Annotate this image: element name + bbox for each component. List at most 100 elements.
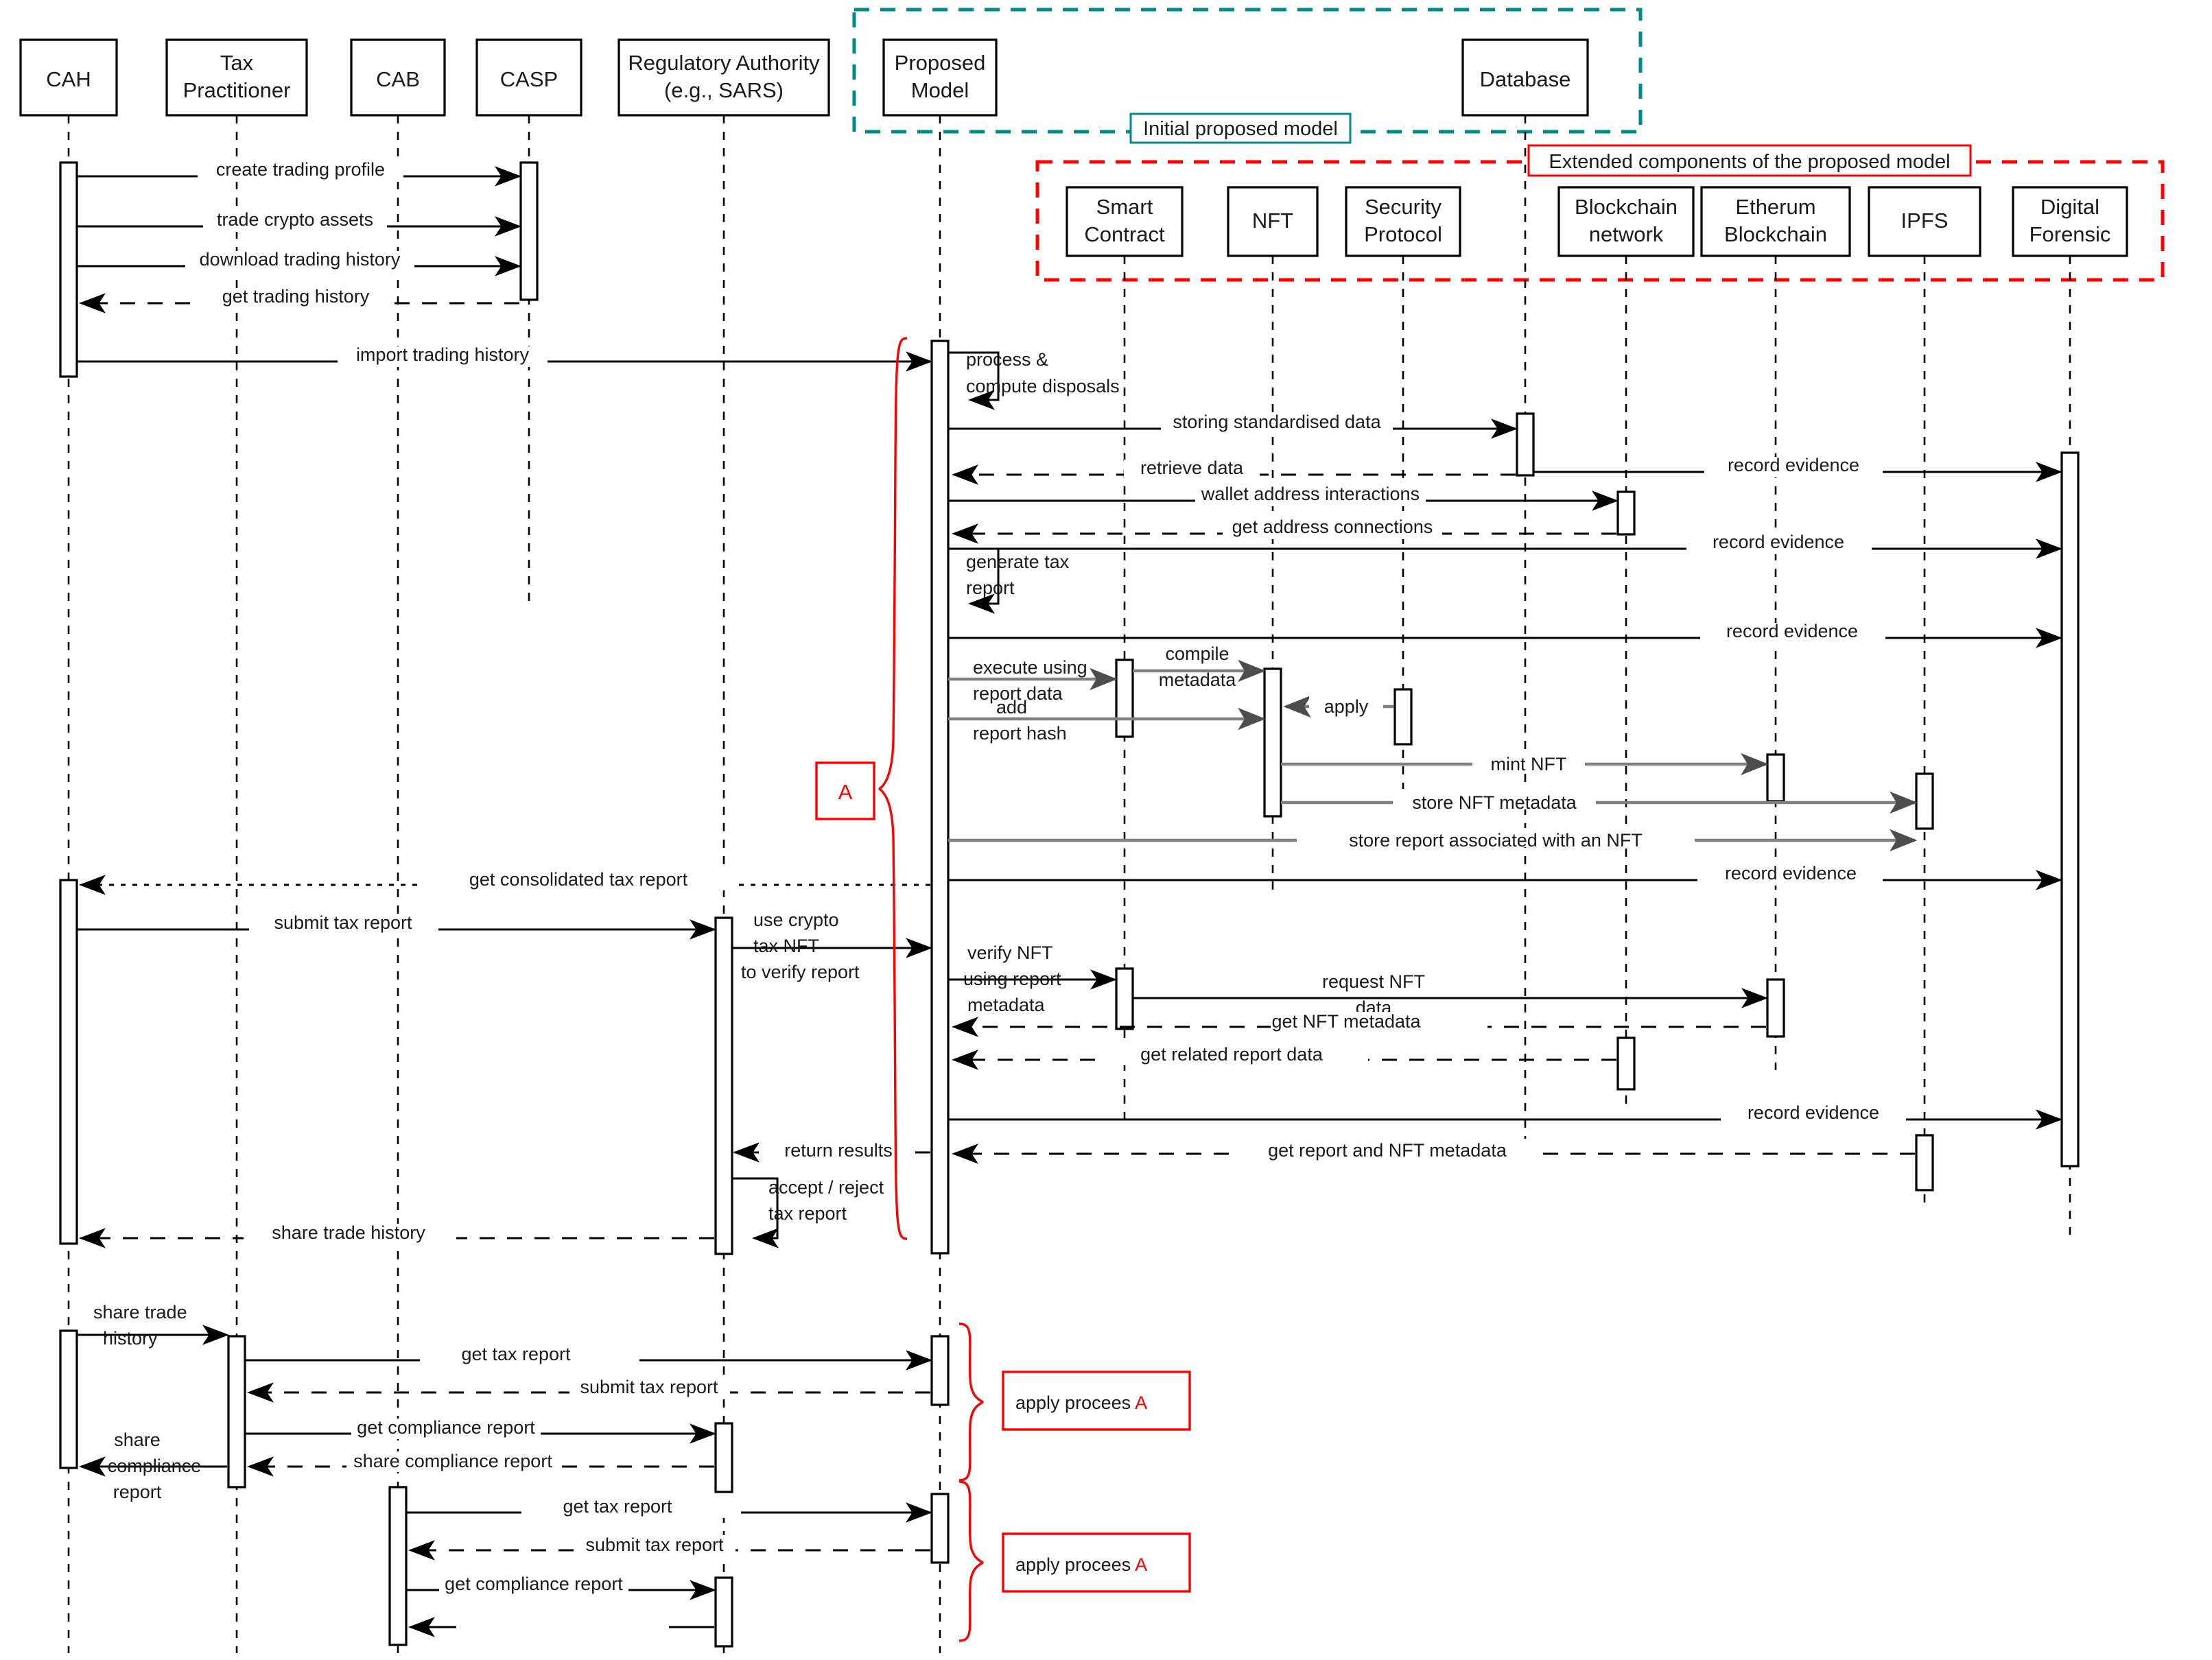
msg-return-results: return results <box>784 1140 893 1161</box>
msg-get-trading-history: get trading history <box>222 286 370 307</box>
msg-submit-tax-report-1: submit tax report <box>274 912 412 933</box>
msg-request-nft-1: request NFT <box>1322 971 1425 992</box>
msg-wallet-address-interactions: wallet address interactions <box>1201 484 1420 504</box>
msg-get-tax-report-1: submit tax report <box>580 1377 718 1397</box>
msg-record-evidence-2: record evidence <box>1713 532 1844 552</box>
msg-import-trade-history-2: get tax report <box>563 1496 672 1517</box>
msg-accept-reject-1: accept / reject <box>768 1177 884 1198</box>
msg-share-trade-1: share trade <box>93 1302 187 1323</box>
msg-get-nft-metadata: get NFT metadata <box>1271 1011 1421 1032</box>
msg-get-compliance-report-1: share trade history <box>272 1222 425 1243</box>
actor-etherum-blockchain[interactable]: Etherum Blockchain <box>1700 186 1851 257</box>
group-label-extended: Extended components of the proposed mode… <box>1549 151 1950 173</box>
msg-compile-2: metadata <box>1159 669 1237 690</box>
msg-get-report-and-nft-metadata: get report and NFT metadata <box>1268 1140 1507 1161</box>
actor-label-tax-1: Tax <box>220 51 254 75</box>
actor-label-cab: CAB <box>376 67 420 91</box>
actor-label-sp-2: Protocol <box>1364 222 1442 246</box>
actor-regulatory-authority[interactable]: Regulatory Authority (e.g., SARS) <box>617 38 830 117</box>
actor-nft[interactable]: NFT <box>1227 186 1319 257</box>
actor-label-sc-1: Smart <box>1096 195 1153 219</box>
actor-ipfs[interactable]: IPFS <box>1868 186 1981 257</box>
msg-download-trading-history: download trading history <box>200 249 401 270</box>
msg-add-2: report hash <box>973 723 1067 744</box>
messages: create trading profile trade crypto asse… <box>77 159 2062 1637</box>
msg-import-trade-history-1: get tax report <box>461 1344 571 1364</box>
msg-execute-using-1: execute using <box>973 657 1087 678</box>
msg-verify-nft-2: using report <box>963 969 1061 989</box>
group-frame-extended-components: Extended components of the proposed mode… <box>1035 144 2165 282</box>
actor-cab[interactable]: CAB <box>350 38 446 117</box>
msg-verify-nft-3: metadata <box>967 995 1046 1015</box>
group-label-initial: Initial proposed model <box>1143 118 1338 140</box>
msg-add-1: add <box>996 697 1027 718</box>
msg-storing-standardised-data: storing standardised data <box>1173 412 1381 432</box>
msg-execute-using-2: report data <box>973 683 1063 704</box>
actor-cah[interactable]: CAH <box>19 38 118 117</box>
msg-process-line1: process & <box>966 349 1048 370</box>
actor-label-ipfs: IPFS <box>1901 209 1949 233</box>
reference-marker-a-label: A <box>838 780 853 804</box>
actor-database[interactable]: Database <box>1461 38 1589 117</box>
msg-get-tax-report-2: submit tax report <box>585 1534 724 1555</box>
msg-record-evidence-5: record evidence <box>1748 1102 1879 1123</box>
actor-tax-practitioner[interactable]: Tax Practitioner <box>165 38 308 117</box>
msg-trade-crypto-assets: trade crypto assets <box>217 209 373 230</box>
actor-security-protocol[interactable]: Security Protocol <box>1345 186 1461 257</box>
msg-share-compliance-2: compliance <box>108 1456 202 1476</box>
msg-apply: apply <box>1324 696 1369 717</box>
msg-share-trade-2: history <box>103 1328 158 1349</box>
actor-label-nft: NFT <box>1252 209 1293 233</box>
actor-digital-forensic[interactable]: Digital Forensic <box>2012 186 2128 257</box>
actor-label-eth-2: Blockchain <box>1724 222 1827 246</box>
msg-mint-nft: mint NFT <box>1491 754 1567 774</box>
msg-generate-tax-2: report <box>966 578 1015 598</box>
actor-label-pm-2: Model <box>911 78 969 102</box>
msg-record-evidence-4: record evidence <box>1725 863 1857 884</box>
group-frame-initial-proposed-model: Initial proposed model <box>852 8 1643 144</box>
reference-marker-a: A <box>815 337 908 1240</box>
msg-store-report-assoc-nft: store report associated with an NFT <box>1349 830 1643 851</box>
msg-retrieve-data: retrieve data <box>1140 458 1244 478</box>
msg-import-trading-history: import trading history <box>356 344 530 365</box>
actor-label-eth-1: Etherum <box>1735 195 1815 219</box>
msg-accept-reject-2: tax report <box>768 1203 847 1224</box>
msg-verify-nft-1: verify NFT <box>967 942 1053 963</box>
msg-use-crypto-2: tax NFT <box>753 936 819 956</box>
actor-smart-contract[interactable]: Smart Contract <box>1066 186 1184 257</box>
msg-share-compliance-1: share <box>114 1430 161 1450</box>
actor-label-df-1: Digital <box>2040 195 2099 219</box>
msg-get-consolidated-tax-report: get consolidated tax report <box>469 869 688 890</box>
actor-label-bcn-2: network <box>1589 222 1664 246</box>
msg-record-evidence-1: record evidence <box>1728 455 1859 475</box>
msg-store-nft-metadata: store NFT metadata <box>1412 792 1577 813</box>
msg-record-evidence-3: record evidence <box>1726 621 1858 641</box>
apply-process-group-2: apply procees A <box>958 1480 1191 1642</box>
msg-process-line2: compute disposals <box>966 376 1120 396</box>
msg-use-crypto-3: to verify report <box>741 962 860 982</box>
msg-share-compliance-3: report <box>113 1482 162 1502</box>
actor-casp[interactable]: CASP <box>475 38 583 117</box>
actor-label-sc-2: Contract <box>1084 222 1165 246</box>
msg-compile-1: compile <box>1165 643 1229 664</box>
msg-get-related-report-data: get related report data <box>1140 1044 1323 1065</box>
activation-bars <box>59 161 2080 1648</box>
actor-label-reg-1: Regulatory Authority <box>628 51 820 75</box>
actor-label-reg-2: (e.g., SARS) <box>664 78 784 102</box>
actor-label-bcn-1: Blockchain <box>1575 195 1678 219</box>
actor-blockchain-network[interactable]: Blockchain network <box>1557 186 1695 257</box>
msg-get-address-connections: get address connections <box>1232 517 1433 537</box>
msg-generate-tax-1: generate tax <box>966 552 1070 572</box>
msg-submit-tax-report-3: get compliance report <box>445 1574 623 1594</box>
apply-process-label-1: apply procees A <box>1015 1392 1147 1413</box>
actor-proposed-model[interactable]: Proposed Model <box>882 38 998 117</box>
msg-submit-tax-report-2: get compliance report <box>357 1417 535 1438</box>
actor-label-df-2: Forensic <box>2029 222 2111 246</box>
actor-label-sp-1: Security <box>1365 195 1442 219</box>
msg-create-trading-profile: create trading profile <box>216 159 385 180</box>
msg-get-compliance-report-2: share compliance report <box>353 1451 552 1471</box>
actor-label-cah: CAH <box>46 67 91 91</box>
apply-process-label-2: apply procees A <box>1015 1554 1147 1575</box>
